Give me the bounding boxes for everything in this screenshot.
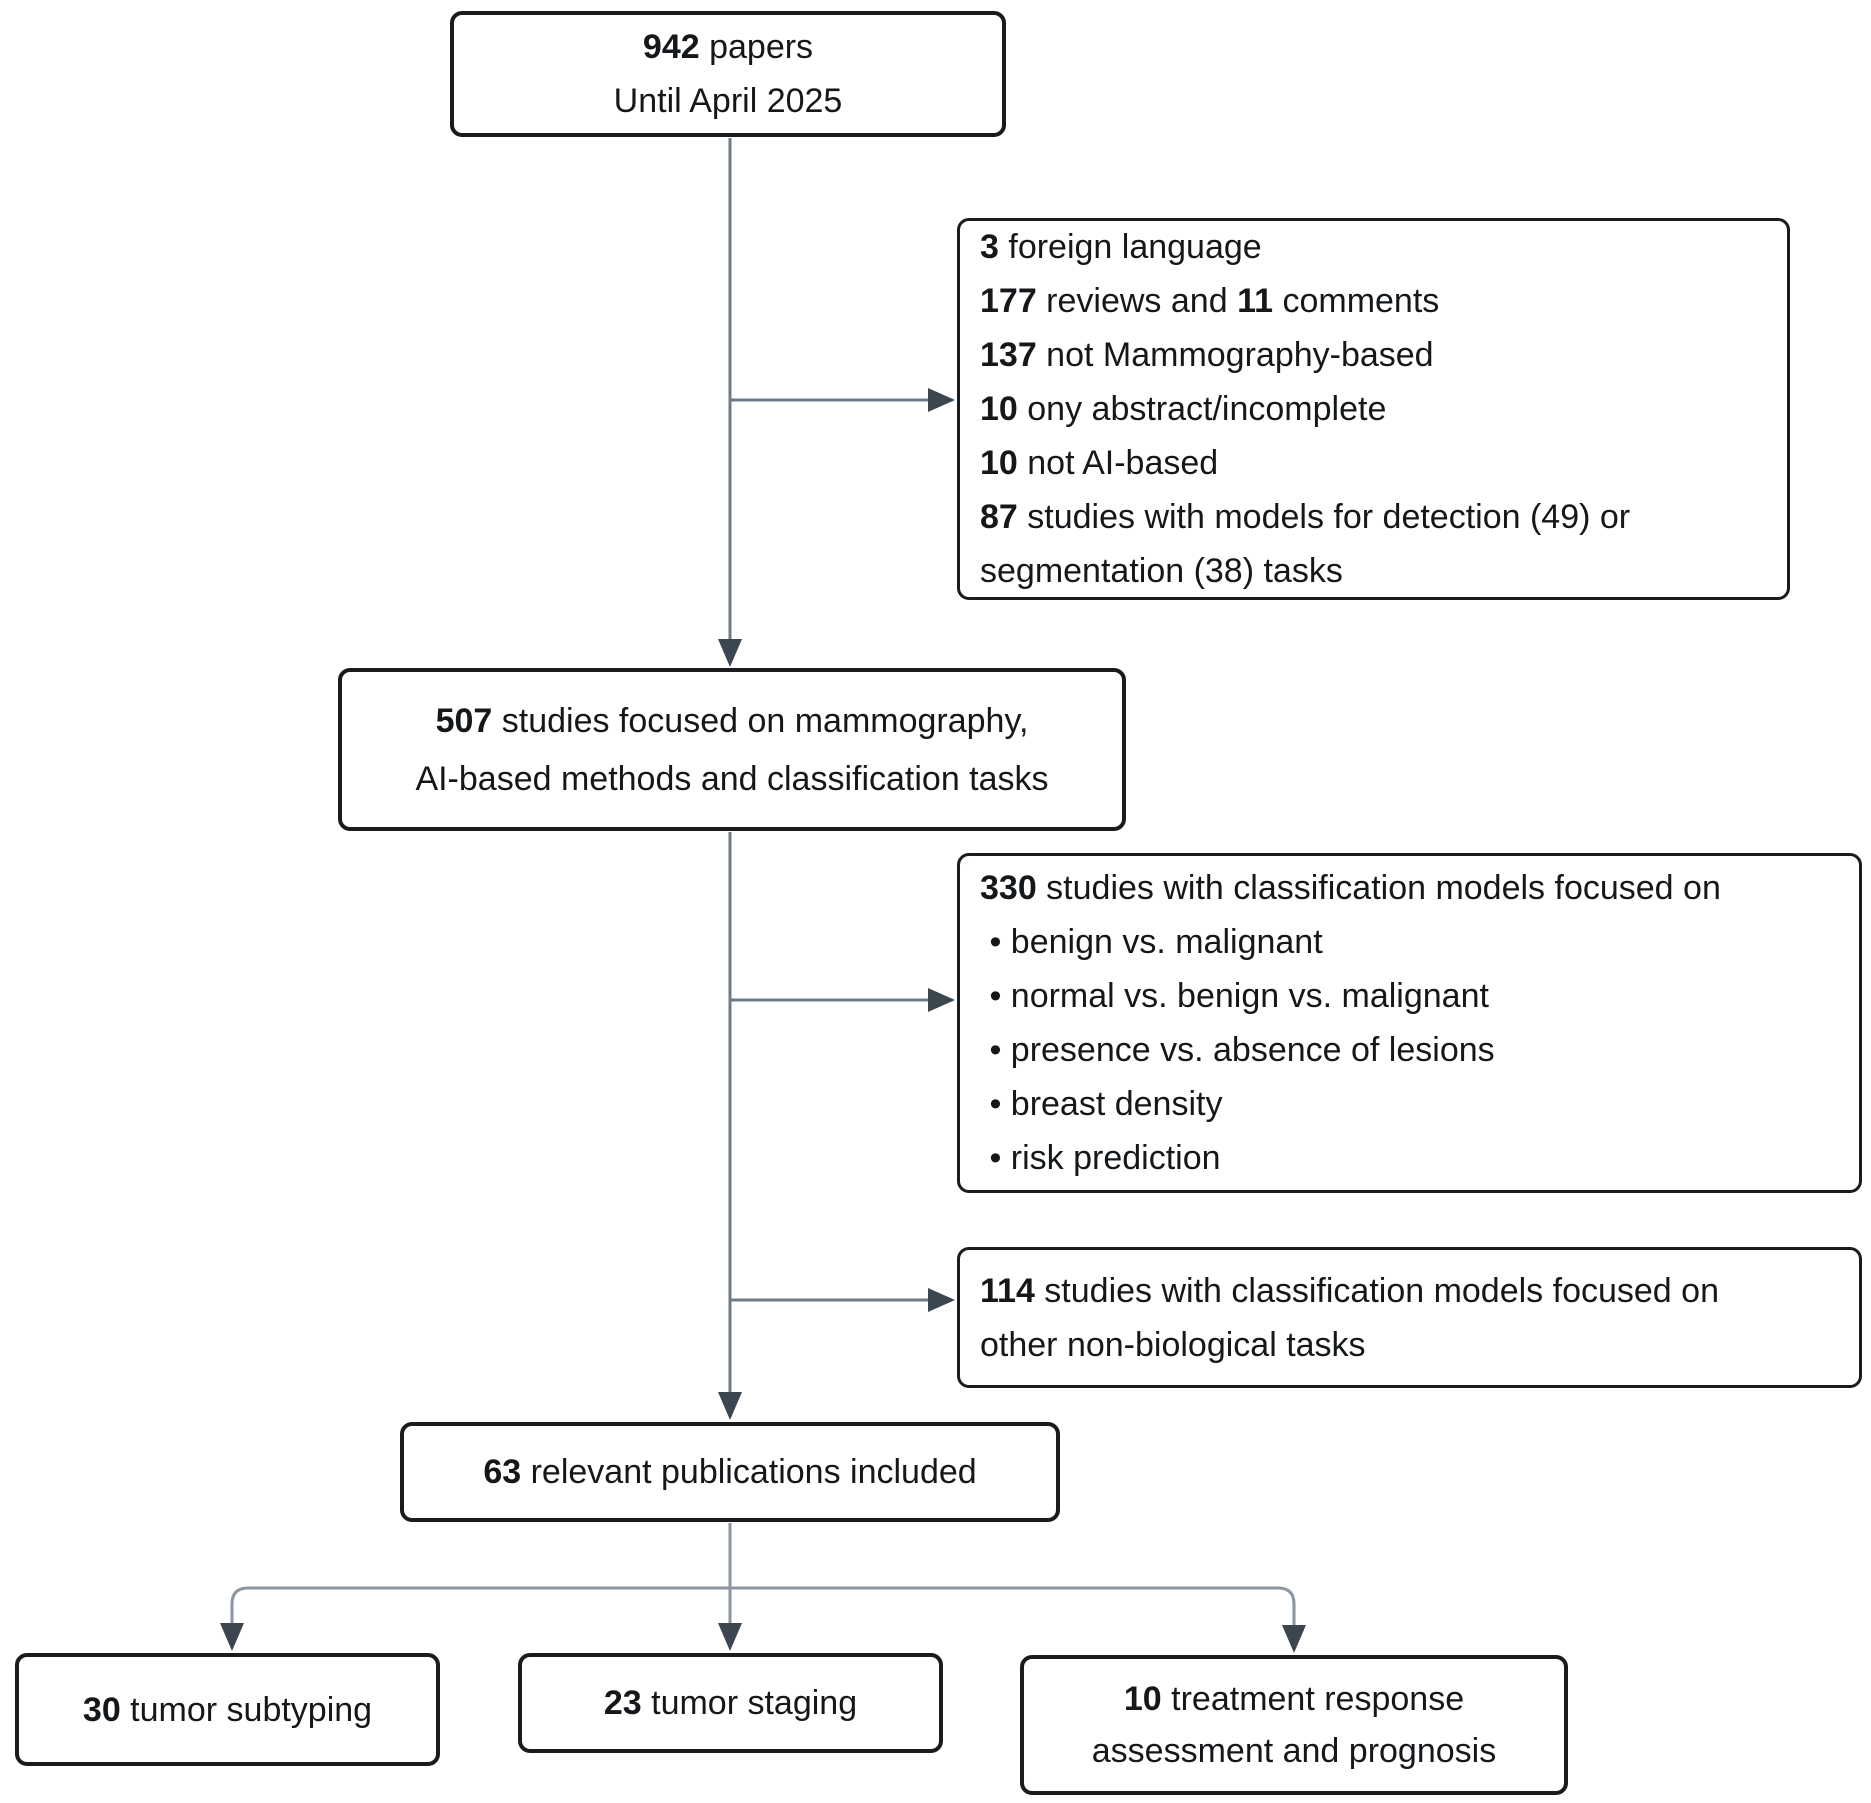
box-text-line: Until April 2025 [613, 82, 843, 120]
arrowhead-right-bio-class [928, 988, 955, 1012]
node-mammography-studies: 507 studies focused on mammography, AI-ba… [338, 668, 1126, 831]
arrowhead-down-included [718, 1392, 742, 1420]
box-text-line: 10 ony abstract/incomplete [980, 390, 1387, 428]
box-text-line: 87 studies with models for detection (49… [980, 498, 1631, 536]
box-text-line: • breast density [980, 1085, 1223, 1123]
node-nonbiological-classification-studies: 114 studies with classification models f… [957, 1247, 1862, 1388]
arrowhead-down-mammo [718, 639, 742, 667]
box-text-line: 942 papers [642, 28, 814, 66]
arrowhead-down-subtyping [220, 1623, 244, 1651]
box-text-line: 23 tumor staging [603, 1684, 858, 1722]
box-text-line: • benign vs. malignant [980, 923, 1323, 961]
box-text-line: 507 studies focused on mammography, [435, 701, 1029, 740]
box-text-line: segmentation (38) tasks [980, 552, 1343, 590]
box-text-line: 10 not AI-based [980, 444, 1219, 482]
arrowhead-right-excluded [928, 388, 955, 412]
box-text-line: 137 not Mammography-based [980, 336, 1434, 374]
box-text-line: • normal vs. benign vs. malignant [980, 977, 1489, 1015]
node-tumor-subtyping: 30 tumor subtyping [15, 1653, 440, 1766]
box-text-line: assessment and prognosis [1091, 1732, 1497, 1770]
box-text-line: 3 foreign language [980, 228, 1262, 266]
arrowhead-right-nonbio [928, 1288, 955, 1312]
arrowhead-down-treatment [1282, 1625, 1306, 1653]
box-text-line: 10 treatment response [1123, 1680, 1465, 1718]
box-text-line: 330 studies with classification models f… [980, 869, 1721, 907]
box-text-line: • risk prediction [980, 1139, 1221, 1177]
node-treatment-response: 10 treatment response assessment and prog… [1020, 1655, 1568, 1795]
split-included-to-bottom [230, 1523, 1296, 1633]
box-text-line: 63 relevant publications included [483, 1453, 977, 1491]
node-biological-classification-studies: 330 studies with classification models f… [957, 853, 1862, 1193]
box-text-line: 30 tumor subtyping [82, 1690, 373, 1729]
node-excluded-records: 3 foreign language 177 reviews and 11 com… [957, 218, 1790, 600]
box-text-line: 114 studies with classification models f… [980, 1271, 1719, 1310]
box-text-line: other non-biological tasks [980, 1325, 1366, 1364]
arrowhead-down-staging [718, 1623, 742, 1651]
node-tumor-staging: 23 tumor staging [518, 1653, 943, 1753]
box-text-line: • presence vs. absence of lesions [980, 1031, 1495, 1069]
box-text-line: AI-based methods and classification task… [415, 759, 1049, 798]
box-text-line: 177 reviews and 11 comments [980, 282, 1440, 320]
node-included-publications: 63 relevant publications included [400, 1422, 1060, 1522]
